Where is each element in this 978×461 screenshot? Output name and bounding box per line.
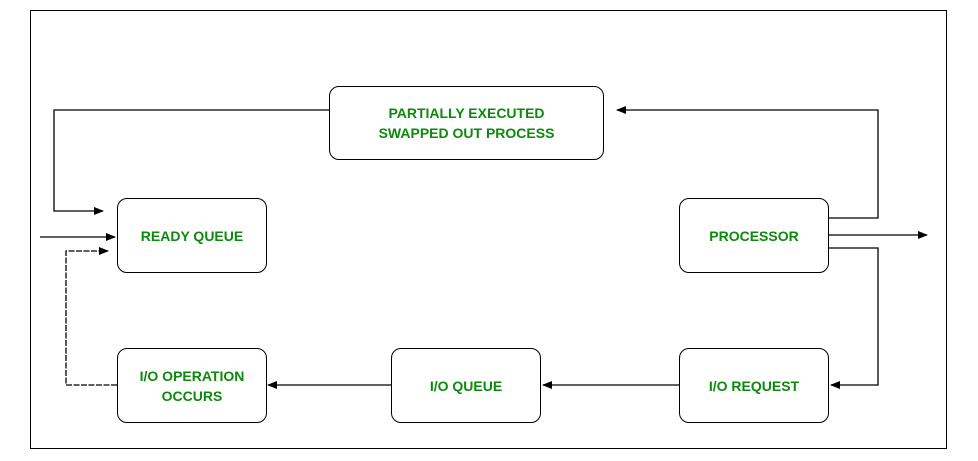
io-request-box: I/O REQUEST <box>679 348 829 423</box>
processor-to-io-request-arrow <box>829 247 879 389</box>
io-queue-box: I/O QUEUE <box>391 348 541 423</box>
processor-label: PROCESSOR <box>709 227 799 244</box>
partially-executed-swapped-out-process-box: PARTIALLY EXECUTED SWAPPED OUT PROCESS <box>329 86 604 160</box>
io-operation-to-ready-arrow <box>65 247 117 386</box>
processor-box: PROCESSOR <box>679 198 829 273</box>
ready-queue-box: READY QUEUE <box>117 198 267 273</box>
processor-to-swapped-arrow <box>616 106 879 219</box>
partially-executed-line-1: PARTIALLY EXECUTED <box>388 105 545 121</box>
io-request-label: I/O REQUEST <box>708 377 800 394</box>
io-operation-line-1: I/O OPERATION <box>139 367 245 384</box>
io-operation-line-2: OCCURS <box>161 387 223 404</box>
io-queue-label: I/O QUEUE <box>429 377 503 394</box>
swapped-to-ready-arrow <box>53 109 329 215</box>
ready-queue-label: READY QUEUE <box>140 227 244 244</box>
io-operation-occurs-box: I/O OPERATION OCCURS <box>117 348 267 423</box>
partially-executed-line-2: SWAPPED OUT PROCESS <box>378 125 555 141</box>
